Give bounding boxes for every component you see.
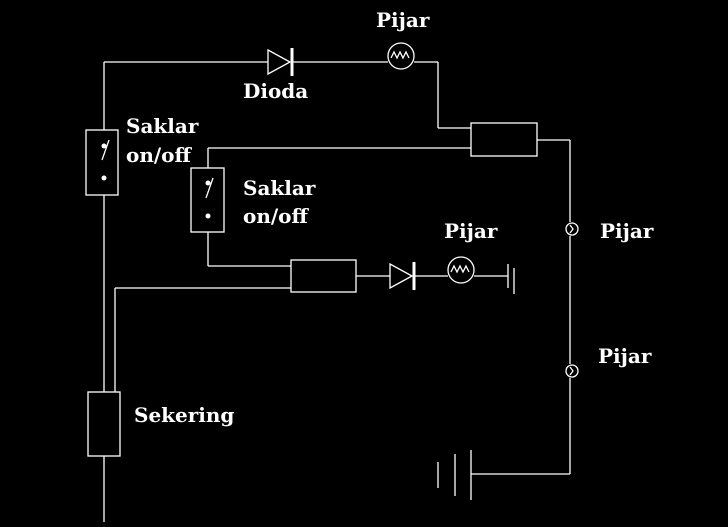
label-saklar-2-line2: on/off — [243, 204, 310, 228]
lamp-right-1-bulb — [565, 222, 579, 236]
label-dioda: Dioda — [243, 79, 308, 103]
diode-top-triangle — [267, 48, 292, 76]
switch-1-lever — [101, 139, 110, 161]
switch-2-contact-top — [205, 180, 211, 186]
label-sekering: Sekering — [134, 403, 234, 427]
switch-2-contact-bottom — [205, 213, 211, 219]
lamp-top-bulb — [387, 42, 415, 70]
lamp-right-1-filament — [569, 224, 574, 234]
lamp-middle-bulb — [447, 256, 475, 284]
switch-1-contact-top — [101, 143, 107, 149]
lamp-right-2-filament — [569, 366, 574, 376]
wires — [103, 61, 571, 522]
switch-1 — [85, 129, 119, 196]
fuse-body — [87, 391, 121, 457]
lamp-top — [387, 42, 415, 70]
relay-top — [470, 122, 538, 157]
ground-middle — [507, 264, 515, 294]
label-pijar-right-2: Pijar — [598, 344, 652, 368]
label-saklar-2-line1: Saklar — [243, 176, 316, 200]
label-saklar-1-line2: on/off — [126, 143, 193, 167]
lamp-middle-filament — [450, 264, 470, 274]
relay-middle — [290, 259, 357, 293]
switch-2-lever — [205, 177, 214, 199]
battery — [437, 450, 472, 500]
lamp-top-filament — [390, 50, 410, 60]
label-pijar-top: Pijar — [376, 8, 430, 32]
lamp-right-2-bulb — [565, 364, 579, 378]
label-pijar-middle: Pijar — [444, 219, 498, 243]
diode-middle — [389, 262, 416, 290]
label-pijar-right-1: Pijar — [600, 219, 654, 243]
switch-2 — [190, 167, 225, 233]
diode-top — [267, 48, 294, 76]
lamp-middle — [447, 256, 475, 284]
label-saklar-1-line1: Saklar — [126, 114, 199, 138]
switch-1-body — [85, 129, 119, 196]
switch-1-contact-bottom — [101, 175, 107, 181]
switch-2-body — [190, 167, 225, 233]
diode-middle-triangle — [389, 262, 414, 290]
lamp-right-1 — [565, 222, 579, 236]
lamp-right-2 — [565, 364, 579, 378]
